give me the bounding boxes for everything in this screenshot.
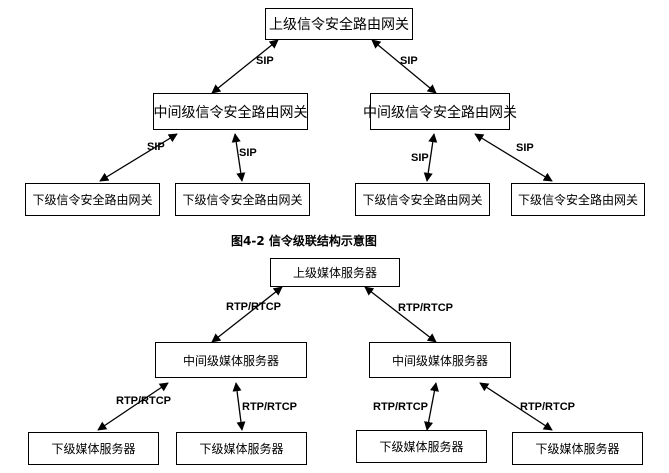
rtp-link-top-midleft bbox=[211, 286, 283, 343]
rtp-label-mid-left-1: RTP/RTCP bbox=[116, 395, 171, 407]
low-media-server-label-4: 下级媒体服务器 bbox=[535, 442, 620, 456]
mid-gateway-box-left: 中间级信令安全路由网关 bbox=[153, 93, 308, 130]
low-media-server-label-1: 下级媒体服务器 bbox=[51, 442, 136, 456]
low-media-server-box-4: 下级媒体服务器 bbox=[512, 432, 643, 465]
sip-link-midleft-low2 bbox=[231, 133, 246, 182]
rtp-link-midright-low4 bbox=[479, 382, 553, 431]
mid-media-server-label-right: 中间级媒体服务器 bbox=[391, 353, 488, 368]
top-media-server-label: 上级媒体服务器 bbox=[292, 266, 377, 280]
low-gateway-label-1: 下级信令安全路由网关 bbox=[32, 193, 153, 207]
rtp-label-mid-right-2: RTP/RTCP bbox=[520, 401, 575, 413]
rtp-label-top-left: RTP/RTCP bbox=[226, 301, 281, 313]
low-media-server-box-1: 下级媒体服务器 bbox=[28, 432, 159, 465]
top-gateway-box: 上级信令安全路由网关 bbox=[265, 8, 413, 40]
low-gateway-box-2: 下级信令安全路由网关 bbox=[175, 183, 310, 216]
low-gateway-box-4: 下级信令安全路由网关 bbox=[511, 183, 645, 216]
top-media-server-box: 上级媒体服务器 bbox=[270, 258, 400, 287]
rtp-label-mid-left-2: RTP/RTCP bbox=[242, 401, 297, 413]
sip-link-midleft-low1 bbox=[99, 133, 178, 182]
mid-media-server-box-right: 中间级媒体服务器 bbox=[369, 342, 511, 378]
rtp-label-top-right: RTP/RTCP bbox=[398, 302, 453, 314]
low-gateway-label-3: 下级信令安全路由网关 bbox=[362, 193, 483, 207]
sip-link-midright-low3 bbox=[423, 133, 438, 182]
low-gateway-box-3: 下级信令安全路由网关 bbox=[355, 183, 490, 216]
mid-media-server-box-left: 中间级媒体服务器 bbox=[155, 342, 307, 378]
sip-label-top-right: SIP bbox=[400, 55, 418, 67]
rtp-link-top-midright bbox=[364, 286, 437, 343]
low-media-server-label-3: 下级媒体服务器 bbox=[379, 440, 464, 454]
sip-link-top-midright bbox=[371, 39, 437, 94]
low-gateway-box-1: 下级信令安全路由网关 bbox=[25, 183, 160, 216]
sip-label-mid-right-2: SIP bbox=[516, 142, 534, 154]
low-gateway-label-4: 下级信令安全路由网关 bbox=[517, 193, 638, 207]
rtp-link-midleft-low2 bbox=[232, 382, 246, 431]
rtp-link-midright-low3 bbox=[424, 382, 439, 431]
mid-media-server-label-left: 中间级媒体服务器 bbox=[182, 353, 279, 368]
mid-gateway-label-right: 中间级信令安全路由网关 bbox=[363, 104, 517, 121]
mid-gateway-box-right: 中间级信令安全路由网关 bbox=[363, 93, 517, 130]
sip-label-top-left: SIP bbox=[256, 55, 274, 67]
low-media-server-box-3: 下级媒体服务器 bbox=[356, 430, 487, 463]
rtp-link-midleft-low1 bbox=[97, 382, 169, 431]
figure-caption: 图4-2 信令级联结构示意图 bbox=[231, 234, 377, 248]
sip-link-top-midleft bbox=[211, 39, 279, 94]
sip-label-mid-left-1: SIP bbox=[147, 141, 165, 153]
top-gateway-label: 上级信令安全路由网关 bbox=[269, 17, 409, 33]
sip-label-mid-right-1: SIP bbox=[411, 152, 429, 164]
mid-gateway-label-left: 中间级信令安全路由网关 bbox=[153, 104, 308, 121]
low-gateway-label-2: 下级信令安全路由网关 bbox=[182, 193, 303, 207]
low-media-server-label-2: 下级媒体服务器 bbox=[199, 442, 284, 456]
low-media-server-box-2: 下级媒体服务器 bbox=[176, 432, 307, 465]
sip-label-mid-left-2: SIP bbox=[239, 147, 257, 159]
rtp-label-mid-right-1: RTP/RTCP bbox=[373, 401, 428, 413]
sip-link-midright-low4 bbox=[474, 133, 553, 182]
